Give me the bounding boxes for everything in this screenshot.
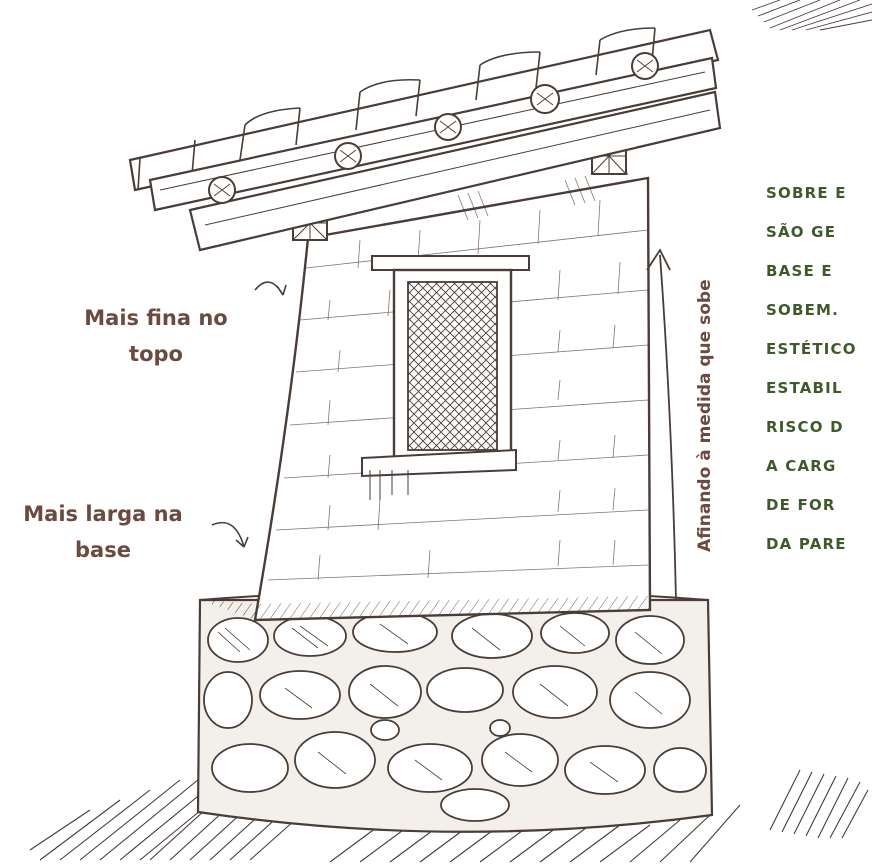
window — [361, 255, 530, 500]
side-description-text: Sobre e são ge base e sobem. estético es… — [766, 174, 872, 564]
side-text-line: são ge — [766, 223, 837, 241]
callout-thinner-at-top: Mais fina no topo — [84, 306, 228, 366]
curved-arrow-top — [254, 281, 287, 296]
side-text-line: estético — [766, 340, 857, 358]
roof — [128, 27, 722, 252]
side-text-line: a carg — [766, 457, 837, 475]
callout-wider-at-base: Mais larga na base — [23, 502, 183, 562]
side-text-line: da pare — [766, 535, 847, 553]
side-text-line: base e — [766, 262, 833, 280]
side-text-line: Sobre e — [766, 184, 847, 202]
sky-hatching — [751, 0, 872, 31]
stone-foundation — [196, 589, 714, 833]
side-text-line: sobem. — [766, 301, 840, 319]
taper-arrow-label: Afinando à medida que sobe — [695, 279, 715, 552]
callout-arrows — [211, 281, 287, 548]
side-text-line: de for — [766, 496, 836, 514]
curved-arrow-base — [211, 521, 249, 548]
side-text-line: estabil — [766, 379, 843, 397]
upward-arrow — [646, 248, 677, 601]
side-text-line: risco d — [766, 418, 844, 436]
